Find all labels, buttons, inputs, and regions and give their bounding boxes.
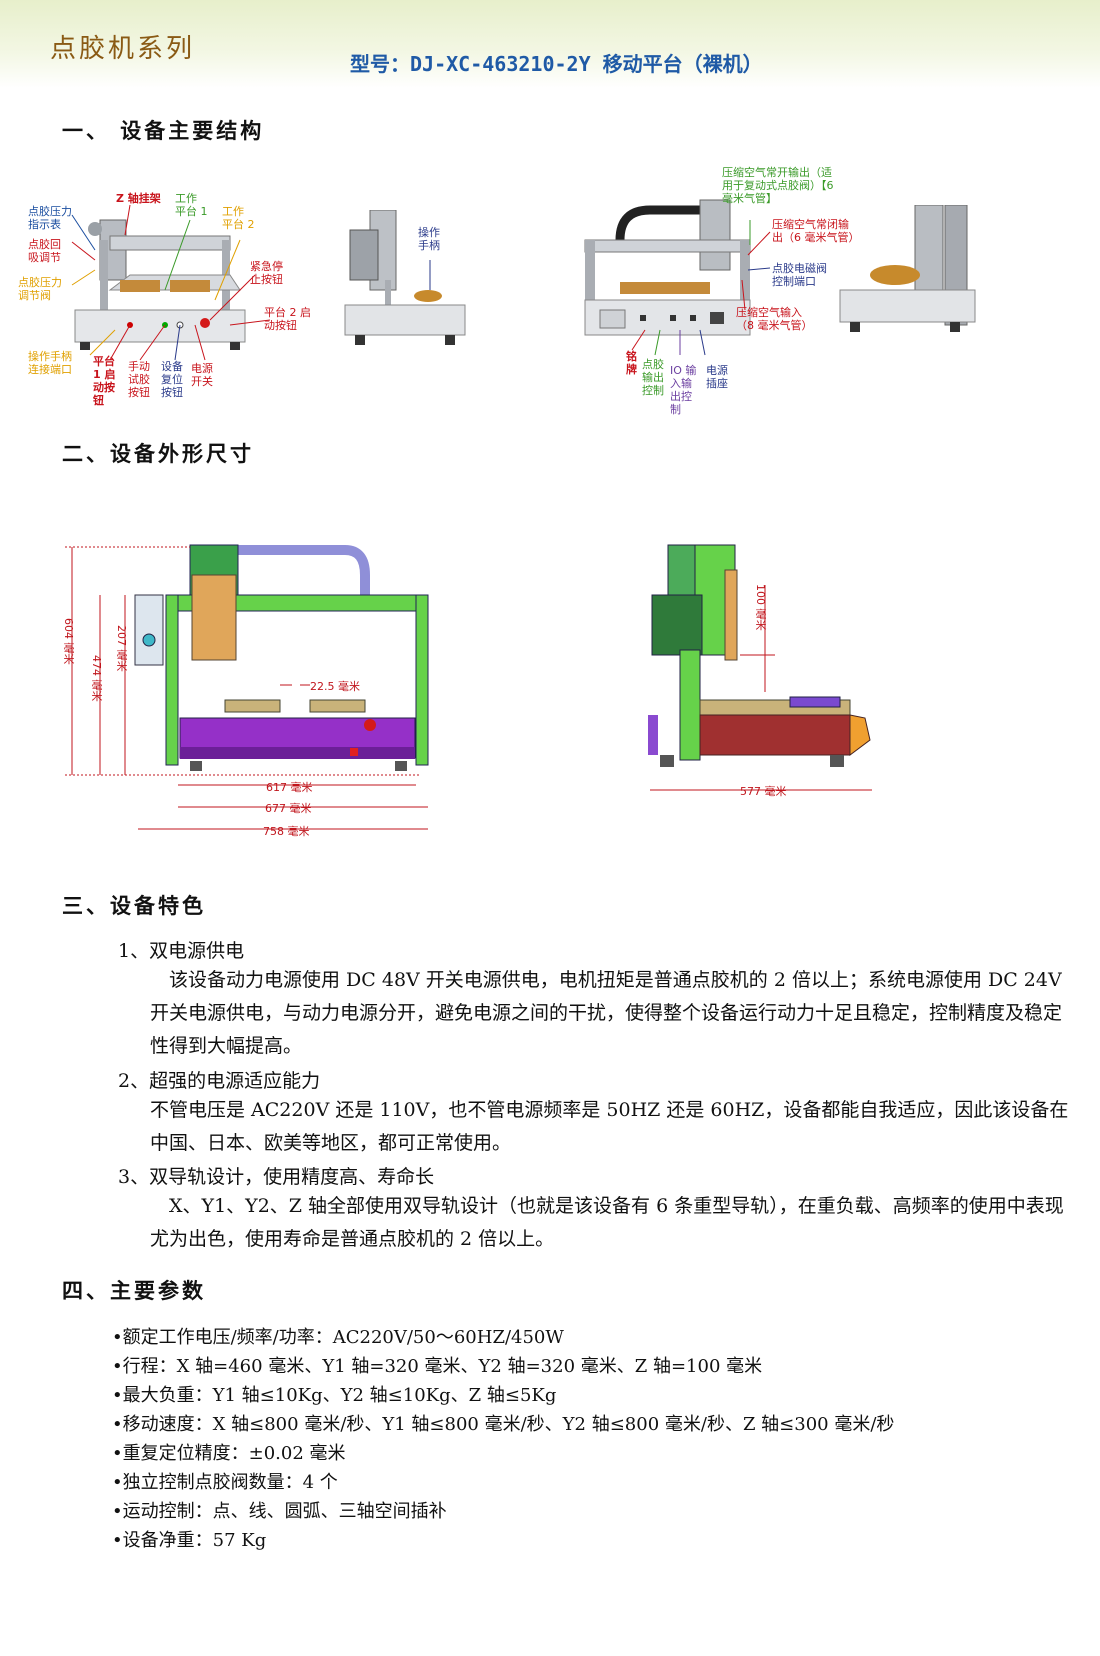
feature-title-1: 1、双电源供电 [118,940,245,962]
dim-height-604: 604 毫米 [62,618,75,665]
label-glue-pressure-gauge: 点胶压力指示表 [28,205,72,231]
dim-height-474: 474 毫米 [90,655,103,702]
label-operation-handle: 操作手柄 [418,226,440,252]
label-air-nc-output: 压缩空气常闭输出（6 毫米气管） [772,218,860,244]
label-glue-suckback: 点胶回吸调节 [28,238,61,264]
dim-depth-577: 577 毫米 [740,785,787,798]
section-title-dimensions: 二、设备外形尺寸 [62,441,254,466]
machine-rear-side-photo [839,205,976,332]
dim-width-758: 758 毫米 [263,825,310,838]
structure-leader-lines [71,204,771,361]
label-handle-port: 操作手柄连接端口 [28,350,72,376]
label-emergency-stop: 紧急停止按钮 [250,260,283,286]
header-band [0,0,1100,88]
label-power-switch: 电源开关 [191,362,213,388]
side-dimension-drawing [648,544,872,791]
section-title-features: 三、设备特色 [62,893,206,918]
dim-width-617: 617 毫米 [266,781,313,794]
label-platform-2: 工作平台 2 [222,205,255,231]
dim-gap-22-5: 22.5 毫米 [310,680,360,693]
label-manual-test-button: 手动试胶按钮 [128,360,150,399]
machine-front-photo [70,200,250,360]
section-title-params: 四、主要参数 [62,1278,206,1303]
feature-title-2: 2、超强的电源适应能力 [118,1070,321,1092]
label-solenoid-port: 点胶电磁阀控制端口 [772,262,827,288]
front-dimension-drawing [65,544,429,830]
machine-side-photo [344,210,466,345]
label-reset-button: 设备复位按钮 [161,360,183,399]
feature-title-3: 3、双导轨设计，使用精度高、寿命长 [118,1166,435,1188]
param-weight: •设备净重：57 Kg [112,1530,267,1551]
param-load: •最大负重：Y1 轴≤10Kg、Y2 轴≤10Kg、Z 轴≤5Kg [112,1385,557,1406]
machine-back-photo [584,199,751,336]
label-platform-2-start: 平台 2 启动按钮 [264,306,311,332]
feature-body-2: 不管电压是 AC220V 还是 110V，也不管电源频率是 50HZ 还是 60… [150,1099,1069,1154]
dim-height-207: 207 毫米 [115,625,128,672]
dim-width-677: 677 毫米 [265,802,312,815]
label-glue-pressure-valve: 点胶压力调节阀 [18,276,62,302]
feature-body-3: X、Y1、Y2、Z 轴全部使用双导轨设计（也就是该设备有 6 条重型导轨），在重… [150,1195,1064,1250]
model-title: 型号：DJ-XC-463210-2Y 移动平台（裸机） [350,52,763,76]
label-air-input: 压缩空气输入（8 毫米气管） [736,306,813,332]
label-glue-output-control: 点胶输出控制 [642,358,664,397]
param-valve-count: •独立控制点胶阀数量：4 个 [112,1472,338,1493]
param-speed: •移动速度：X 轴≤800 毫米/秒、Y1 轴≤800 毫米/秒、Y2 轴≤80… [112,1414,895,1435]
label-platform-1: 工作平台 1 [175,192,208,218]
dim-z-100: 100 毫米 [754,584,767,631]
section-title-structure: 一、 设备主要结构 [62,118,265,143]
param-power: •额定工作电压/频率/功率：AC220V/50～60HZ/450W [112,1327,564,1348]
label-nameplate: 铭牌 [626,350,637,376]
label-z-axis-mount: Z 轴挂架 [116,192,161,205]
label-power-socket: 电源插座 [706,364,728,390]
feature-body-1: 该设备动力电源使用 DC 48V 开关电源供电，电机扭矩是普通点胶机的 2 倍以… [150,969,1063,1057]
param-precision: •重复定位精度：±0.02 毫米 [112,1443,346,1464]
param-stroke: •行程：X 轴=460 毫米、Y1 轴=320 毫米、Y2 轴=320 毫米、Z… [112,1356,763,1377]
param-motion-control: •运动控制：点、线、圆弧、三轴空间插补 [112,1501,447,1522]
series-title: 点胶机系列 [50,34,196,64]
label-io-control: IO 输入输出控制 [670,364,697,416]
